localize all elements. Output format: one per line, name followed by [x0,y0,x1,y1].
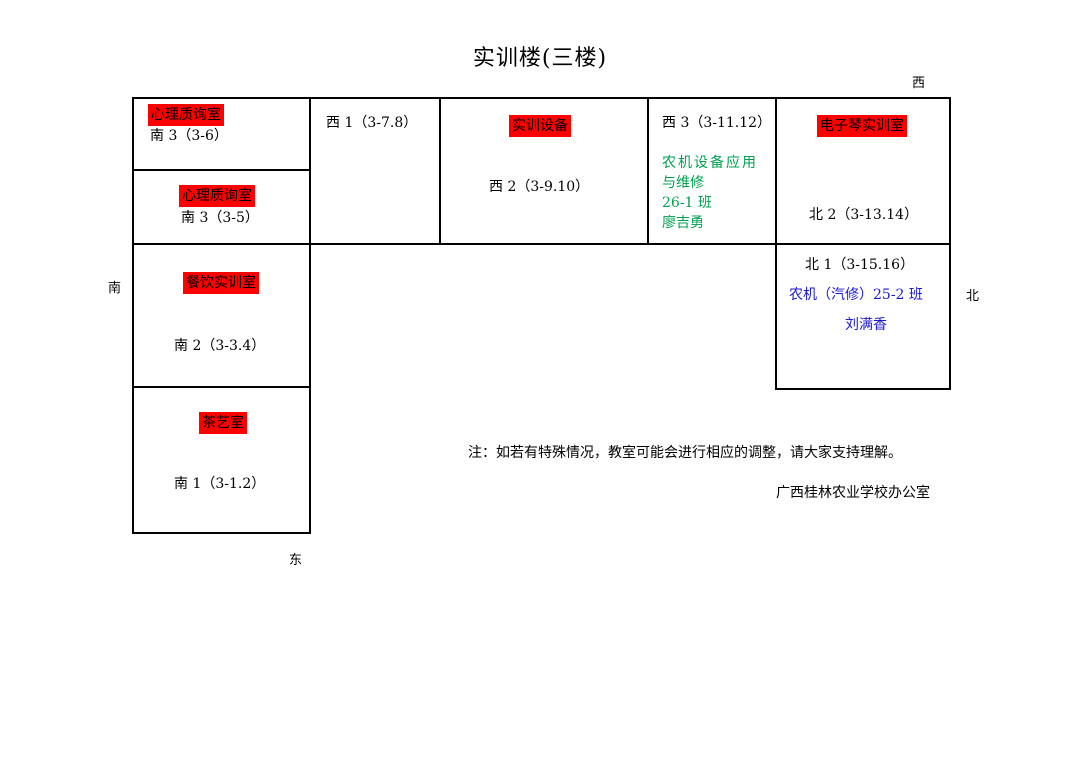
room-north2-tag: 电子琴实训室 [817,115,907,137]
room-west3-code: 西 3（3-11.12） [662,115,772,131]
room-north1-code: 北 1（3-15.16） [805,257,915,273]
room-south3-b-tag: 心理质询室 [179,185,255,207]
room-south1-tag: 茶艺室 [199,412,247,434]
room-west2: 实训设备 西 2（3-9.10） [439,97,649,245]
page-title: 实训楼(三楼) [472,46,608,71]
room-south3-a-code: 南 3（3-6） [150,128,228,144]
room-north2-code: 北 2（3-13.14） [809,207,919,223]
room-west3-class-line-1: 农机设备应用 [662,155,758,171]
room-south3-a-tag: 心理质询室 [148,104,224,126]
room-north1: 北 1（3-15.16） 农机（汽修）25-2 班 刘满香 [775,243,951,390]
room-south2: 餐饮实训室 南 2（3-3.4） [132,243,311,388]
room-north1-class: 农机（汽修）25-2 班 [789,287,923,303]
room-west2-tag: 实训设备 [509,115,571,137]
room-west3-teacher: 廖吉勇 [662,215,704,231]
direction-east-label: 东 [289,553,303,568]
room-north2: 电子琴实训室 北 2（3-13.14） [775,97,951,245]
direction-south-label: 南 [108,281,122,296]
room-south2-code: 南 2（3-3.4） [174,338,266,354]
room-south3-b: 心理质询室 南 3（3-5） [132,169,311,245]
room-south1: 茶艺室 南 1（3-1.2） [132,386,311,534]
room-west1: 西 1（3-7.8） [309,97,441,245]
room-south3-a: 心理质询室 南 3（3-6） [132,97,311,171]
room-south2-tag: 餐饮实训室 [183,272,259,294]
office-signature: 广西桂林农业学校办公室 [776,485,930,501]
adjustment-note: 注：如若有特殊情况，教室可能会进行相应的调整，请大家支持理解。 [468,445,902,461]
room-south1-code: 南 1（3-1.2） [174,476,266,492]
room-west2-code: 西 2（3-9.10） [489,179,590,195]
room-west3-class-line-3: 26-1 班 [662,195,712,211]
room-west3-class-line-2: 与维修 [662,175,704,191]
direction-west-label: 西 [912,76,926,91]
direction-north-label: 北 [966,289,980,304]
room-west3: 西 3（3-11.12） 农机设备应用 与维修 26-1 班 廖吉勇 [647,97,777,245]
room-north1-teacher: 刘满香 [845,317,887,333]
room-west1-code: 西 1（3-7.8） [326,115,418,131]
room-south3-b-code: 南 3（3-5） [181,210,259,226]
